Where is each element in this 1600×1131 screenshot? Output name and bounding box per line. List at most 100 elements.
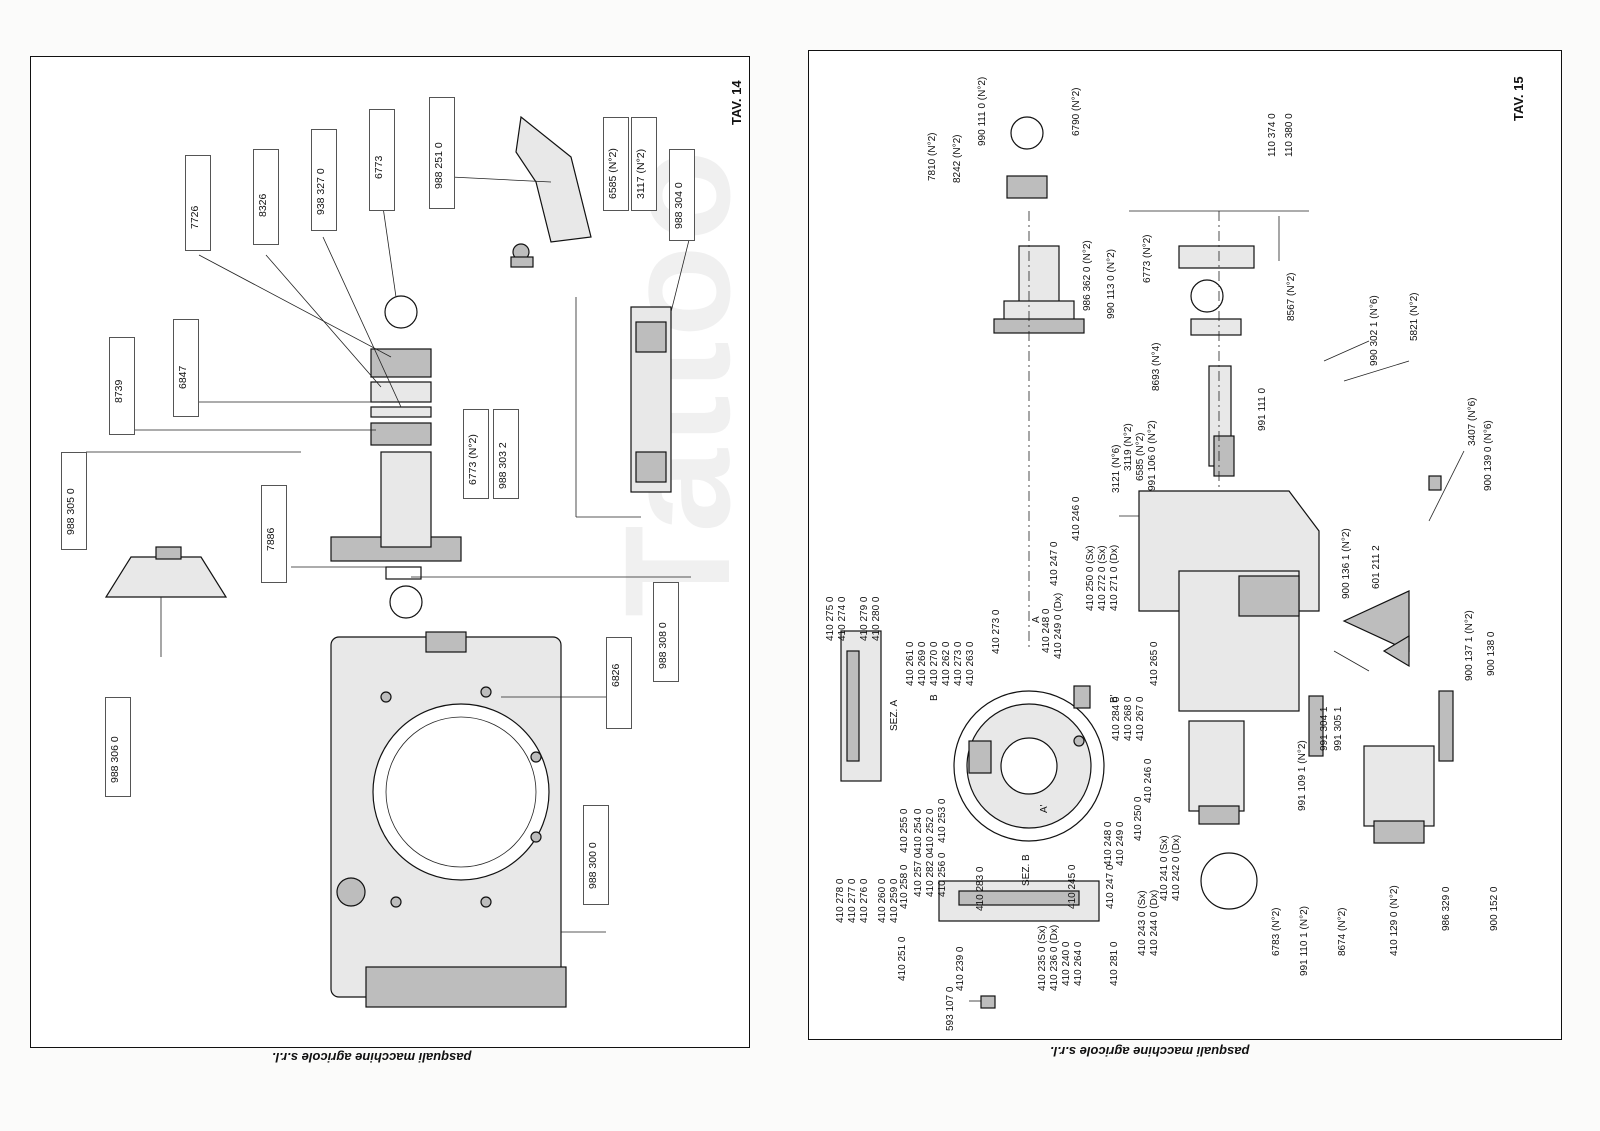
part-number-label: 3117 (N°2) xyxy=(635,148,647,199)
part-number-label: 991 106 0 (N°2) xyxy=(1147,420,1158,491)
part-number-label: 410 256 0 xyxy=(937,852,948,898)
part-number-label: 410 276 0 xyxy=(859,878,870,924)
bracket-part xyxy=(510,115,592,268)
part-number-label: 6773 (N°2) xyxy=(1142,234,1153,283)
part-number-label: 990 302 1 (N°6) xyxy=(1369,295,1380,366)
part-number-label: 110 374 0 xyxy=(1267,113,1278,157)
spline-shaft-part xyxy=(630,306,672,493)
left-exploded-drawing xyxy=(86,115,692,1008)
part-number-label: 8326 xyxy=(257,193,269,217)
part-number-label: 938 327 0 xyxy=(315,168,327,215)
right-footer: pasquali macchine agricole s.r.l. xyxy=(1050,1044,1250,1059)
part-number-label: 7886 xyxy=(265,527,277,551)
right-sheet: 7810 (N°2) 8242 (N°2) 990 111 0 (N°2) 67… xyxy=(808,50,1562,1040)
part-number-label: 6773 (N°2) xyxy=(467,434,479,485)
part-number-label: 3407 (N°6) xyxy=(1467,397,1478,446)
part-number-label: 988 306 0 xyxy=(109,736,121,783)
part-box xyxy=(61,452,87,550)
part-number-label: 410 246 0 xyxy=(1143,758,1154,804)
part-number-label: 410 281 0 xyxy=(1109,941,1120,987)
leader-lines xyxy=(969,210,1465,1002)
part-box xyxy=(463,409,489,499)
part-box xyxy=(109,337,135,435)
part-number-label: 410 250 0 xyxy=(1133,796,1144,842)
part-number-label: 6585 (N°2) xyxy=(1135,432,1146,481)
part-box xyxy=(173,319,199,417)
part-number-label: 900 136 1 (N°2) xyxy=(1341,528,1352,599)
part-number-label: 410 247 0 xyxy=(1049,541,1060,587)
part-number-label: 410 250 0 (Sx) xyxy=(1085,545,1096,611)
part-number-label: 988 304 0 xyxy=(673,182,685,229)
gearbox-housing xyxy=(330,631,567,1008)
section-label: A' xyxy=(1039,804,1050,813)
part-number-label: 988 303 2 xyxy=(497,442,509,489)
part-number-label: 410 248 0 xyxy=(1041,608,1052,654)
part-number-label: 410 243 0 (Sx) xyxy=(1137,890,1148,956)
part-number-label: 986 362 0 (N°2) xyxy=(1082,240,1093,311)
cone-flange-part xyxy=(104,546,228,598)
part-number-label: 410 262 0 xyxy=(941,641,952,687)
part-number-label: 410 273 0 xyxy=(991,609,1002,655)
part-number-label: 410 284 0 xyxy=(1111,696,1122,742)
part-box xyxy=(653,582,679,682)
part-number-label: 990 111 0 (N°2) xyxy=(977,76,988,146)
part-number-label: 991 111 0 xyxy=(1257,387,1268,431)
right-exploded-drawing xyxy=(840,116,1465,1009)
left-footer: pasquali macchine agricole s.r.l. xyxy=(272,1050,472,1065)
section-label: B xyxy=(929,694,940,701)
sleeve-parts xyxy=(1178,245,1255,477)
part-number-label: 410 277 0 xyxy=(847,878,858,924)
section-label: SEZ. B xyxy=(1021,854,1032,886)
part-box xyxy=(369,109,395,211)
part-number-label: 601 211 2 xyxy=(1371,545,1382,589)
part-number-label: 593 107 0 xyxy=(945,986,956,1032)
part-number-label: 8567 (N°2) xyxy=(1286,272,1297,321)
part-number-label: 5821 (N°2) xyxy=(1409,292,1420,341)
part-number-label: 410 245 0 xyxy=(1067,864,1078,910)
part-number-label: 410 239 0 xyxy=(955,946,966,992)
part-number-label: 410 240 0 xyxy=(1061,941,1072,987)
part-number-label: 988 308 0 xyxy=(657,622,669,669)
leader-lines xyxy=(86,176,692,933)
part-number-label: 986 329 0 xyxy=(1441,886,1452,932)
bushing-stack xyxy=(370,295,432,446)
part-number-label: 991 110 1 (N°2) xyxy=(1299,906,1310,976)
flange-shaft-part xyxy=(993,116,1085,334)
part-number-label: 991 305 1 xyxy=(1333,706,1344,752)
part-number-label: 8693 (N°4) xyxy=(1151,342,1162,391)
part-box xyxy=(429,97,455,209)
part-box xyxy=(261,485,287,583)
part-number-label: 410 260 0 xyxy=(877,878,888,924)
part-number-label: 988 300 0 xyxy=(587,842,599,889)
part-number-label: 7726 xyxy=(189,205,201,229)
part-number-label: 410 129 0 (N°2) xyxy=(1389,885,1400,956)
bottom-parts xyxy=(1188,690,1454,910)
part-number-label: 410 279 0 xyxy=(859,596,870,642)
part-box xyxy=(669,149,695,241)
bevel-gear-part xyxy=(1342,475,1442,668)
part-number-label: 410 274 0 xyxy=(837,596,848,642)
part-number-label: 410 247 0 xyxy=(1105,864,1116,910)
section-label: A xyxy=(1031,616,1042,623)
part-number-label: 6773 xyxy=(373,155,385,179)
part-number-label: 410 249 0 (Dx) xyxy=(1053,592,1064,659)
part-box xyxy=(583,805,609,905)
part-number-label: 991 109 1 (N°2) xyxy=(1297,740,1308,811)
part-number-label: 410 251 0 xyxy=(897,936,908,982)
part-number-label: 410 254 0 xyxy=(913,808,924,854)
part-box xyxy=(493,409,519,499)
part-number-label: 410 263 0 xyxy=(965,641,976,687)
section-label: SEZ. A xyxy=(889,699,900,731)
part-number-label: 8739 xyxy=(113,379,125,403)
part-number-label: 110 380 0 xyxy=(1284,113,1295,157)
part-number-label: 410 272 0 (Sx) xyxy=(1097,545,1108,611)
part-box xyxy=(105,697,131,797)
part-number-label: 991 304 1 xyxy=(1319,706,1330,752)
part-number-label: 410 283 0 xyxy=(975,866,986,912)
part-box xyxy=(253,149,279,245)
brake-drum-assembly xyxy=(953,685,1105,842)
gear-shaft-part xyxy=(330,451,462,619)
section-label: B' xyxy=(1109,694,1120,703)
part-number-label: 410 246 0 xyxy=(1071,496,1082,542)
part-number-label: 410 248 0 xyxy=(1103,821,1114,867)
